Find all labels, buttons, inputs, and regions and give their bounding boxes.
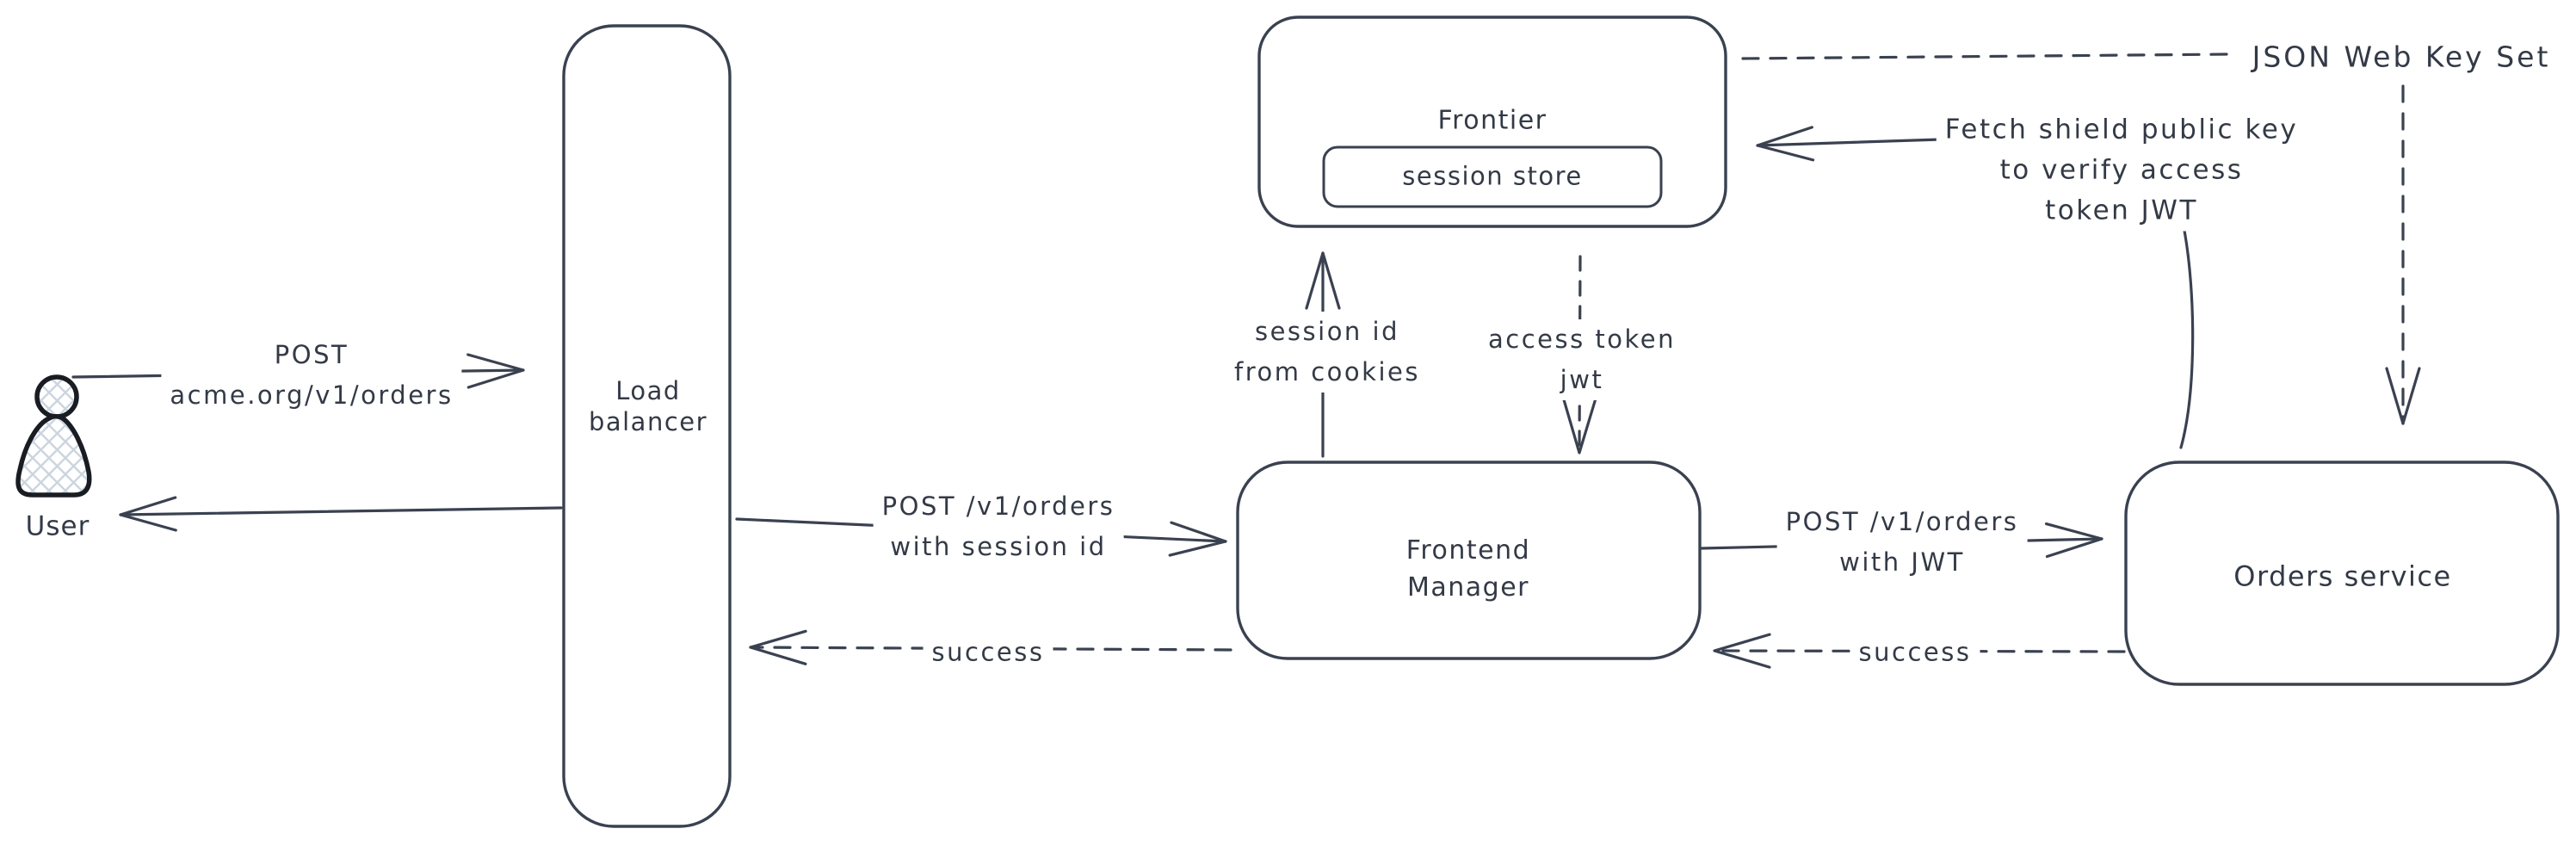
label-line: Manager [1407, 572, 1529, 603]
arrow-orders-to-frontier-head [1756, 126, 1968, 162]
label-line: balancer [588, 407, 708, 436]
node-user-label: User [26, 507, 90, 547]
edge-label-access-token-jwt: access token jwt [1479, 319, 1685, 400]
arrow-frontend-manager-to-lb-success [749, 629, 1232, 665]
node-session-store-box [1322, 145, 1663, 208]
label-line: POST [274, 340, 349, 369]
node-session-store-label: session store [1402, 157, 1582, 197]
label-line: session store [1402, 161, 1583, 191]
label-line: Load [615, 376, 681, 405]
label-line: success [1858, 637, 1972, 667]
arrow-frontier-to-frontend-manager [1561, 255, 1597, 454]
label-line: jwt [1560, 365, 1604, 394]
edge-label-post-acme-orders: POST acme.org/v1/orders [161, 335, 462, 416]
label-line: POST /v1/orders [1785, 507, 2019, 536]
label-line: access token [1487, 325, 1677, 354]
user-icon-body [15, 414, 92, 498]
label-line: JSON Web Key Set [2252, 40, 2551, 74]
edge-label-session-id-cookies: session id from cookies [1226, 312, 1429, 393]
edge-label-success-lb: success [923, 632, 1053, 673]
edge-label-json-web-key-set: JSON Web Key Set [2252, 37, 2551, 77]
node-load-balancer-box [562, 24, 732, 828]
label-line: with JWT [1839, 547, 1965, 577]
label-line: token JWT [2045, 195, 2198, 226]
arrow-orders-to-frontier-curve [2179, 229, 2195, 449]
line-frontier-to-jwks [1741, 53, 2231, 60]
label-line: Frontend [1405, 535, 1531, 566]
label-line: Frontier [1437, 105, 1547, 136]
node-frontend-manager-box [1236, 461, 1702, 660]
edge-label-success-orders: success [1850, 632, 1980, 673]
label-line: acme.org/v1/orders [170, 380, 454, 410]
node-orders-service-label: Orders service [2233, 557, 2451, 597]
label-line: session id [1254, 317, 1400, 346]
user-icon-head [34, 374, 79, 419]
label-line: POST /v1/orders [881, 492, 1115, 521]
label-line: User [25, 510, 90, 542]
edge-label-post-orders-session-id: POST /v1/orders with session id [873, 486, 1124, 567]
user-icon [15, 374, 92, 498]
node-orders-service-box [2124, 461, 2560, 686]
node-frontier-box [1257, 15, 1727, 228]
label-line: Fetch shield public key [1944, 114, 2299, 145]
label-line: from cookies [1234, 357, 1420, 386]
node-load-balancer-label: Load balancer [589, 375, 707, 437]
label-line: to verify access [1999, 154, 2244, 186]
edge-label-fetch-shield-public-key: Fetch shield public key to verify access… [1936, 109, 2307, 232]
label-line: with session id [890, 532, 1107, 561]
arrow-lb-to-user [119, 496, 563, 532]
edge-label-post-orders-jwt: POST /v1/orders with JWT [1776, 502, 2028, 583]
node-frontend-manager-label: Frontend Manager [1406, 532, 1530, 606]
label-line: success [931, 637, 1045, 667]
node-frontier-label: Frontier [1437, 101, 1547, 141]
label-line: Orders service [2233, 560, 2452, 593]
